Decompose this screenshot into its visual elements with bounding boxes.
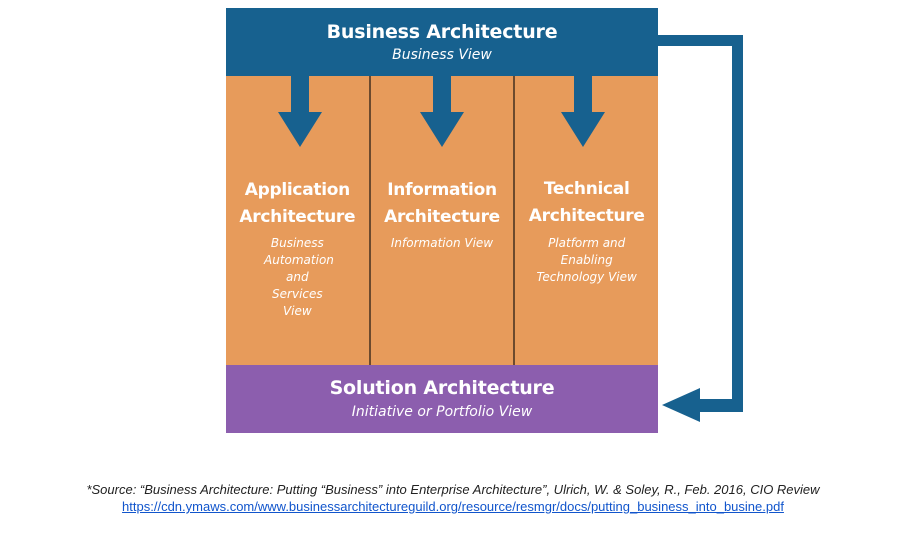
technical-architecture-subtitle: Platform and Enabling Technology View — [536, 236, 637, 284]
column-title-line: Architecture — [239, 207, 356, 227]
solution-architecture-box: Solution Architecture Initiative or Port… — [226, 365, 658, 433]
business-view-subtitle: Business View — [392, 47, 492, 63]
return-arrow-icon — [658, 35, 743, 422]
application-architecture-column: Application Architecture Business Automa… — [226, 76, 369, 365]
source-link[interactable]: https://cdn.ymaws.com/www.businessarchit… — [122, 499, 784, 514]
information-architecture-subtitle: Information View — [390, 236, 494, 250]
column-title-line: Architecture — [384, 207, 500, 227]
column-title-line: Information — [387, 180, 497, 200]
architecture-columns: Application Architecture Business Automa… — [226, 76, 658, 365]
application-architecture-title: Application Architecture — [226, 177, 369, 231]
architecture-diagram: Business Architecture Business View Appl… — [226, 8, 743, 433]
source-citation: *Source: “Business Architecture: Putting… — [86, 482, 820, 497]
business-architecture-title: Business Architecture — [326, 21, 558, 43]
column-title-line: Architecture — [528, 206, 645, 226]
portfolio-view-subtitle: Initiative or Portfolio View — [351, 404, 533, 420]
technical-architecture-column: Technical Architecture Platform and Enab… — [513, 76, 658, 365]
information-architecture-column: Information Architecture Information Vie… — [368, 76, 514, 365]
citation-footer: *Source: “Business Architecture: Putting… — [0, 482, 906, 514]
solution-architecture-title: Solution Architecture — [329, 377, 555, 399]
column-title-line: Technical — [543, 179, 630, 199]
application-architecture-subtitle: Business Automation and Services View — [264, 236, 334, 318]
information-architecture-title: Information Architecture — [371, 177, 514, 231]
column-title-line: Application — [244, 180, 350, 200]
technical-architecture-title: Technical Architecture — [515, 176, 658, 230]
business-architecture-box: Business Architecture Business View — [226, 8, 658, 76]
